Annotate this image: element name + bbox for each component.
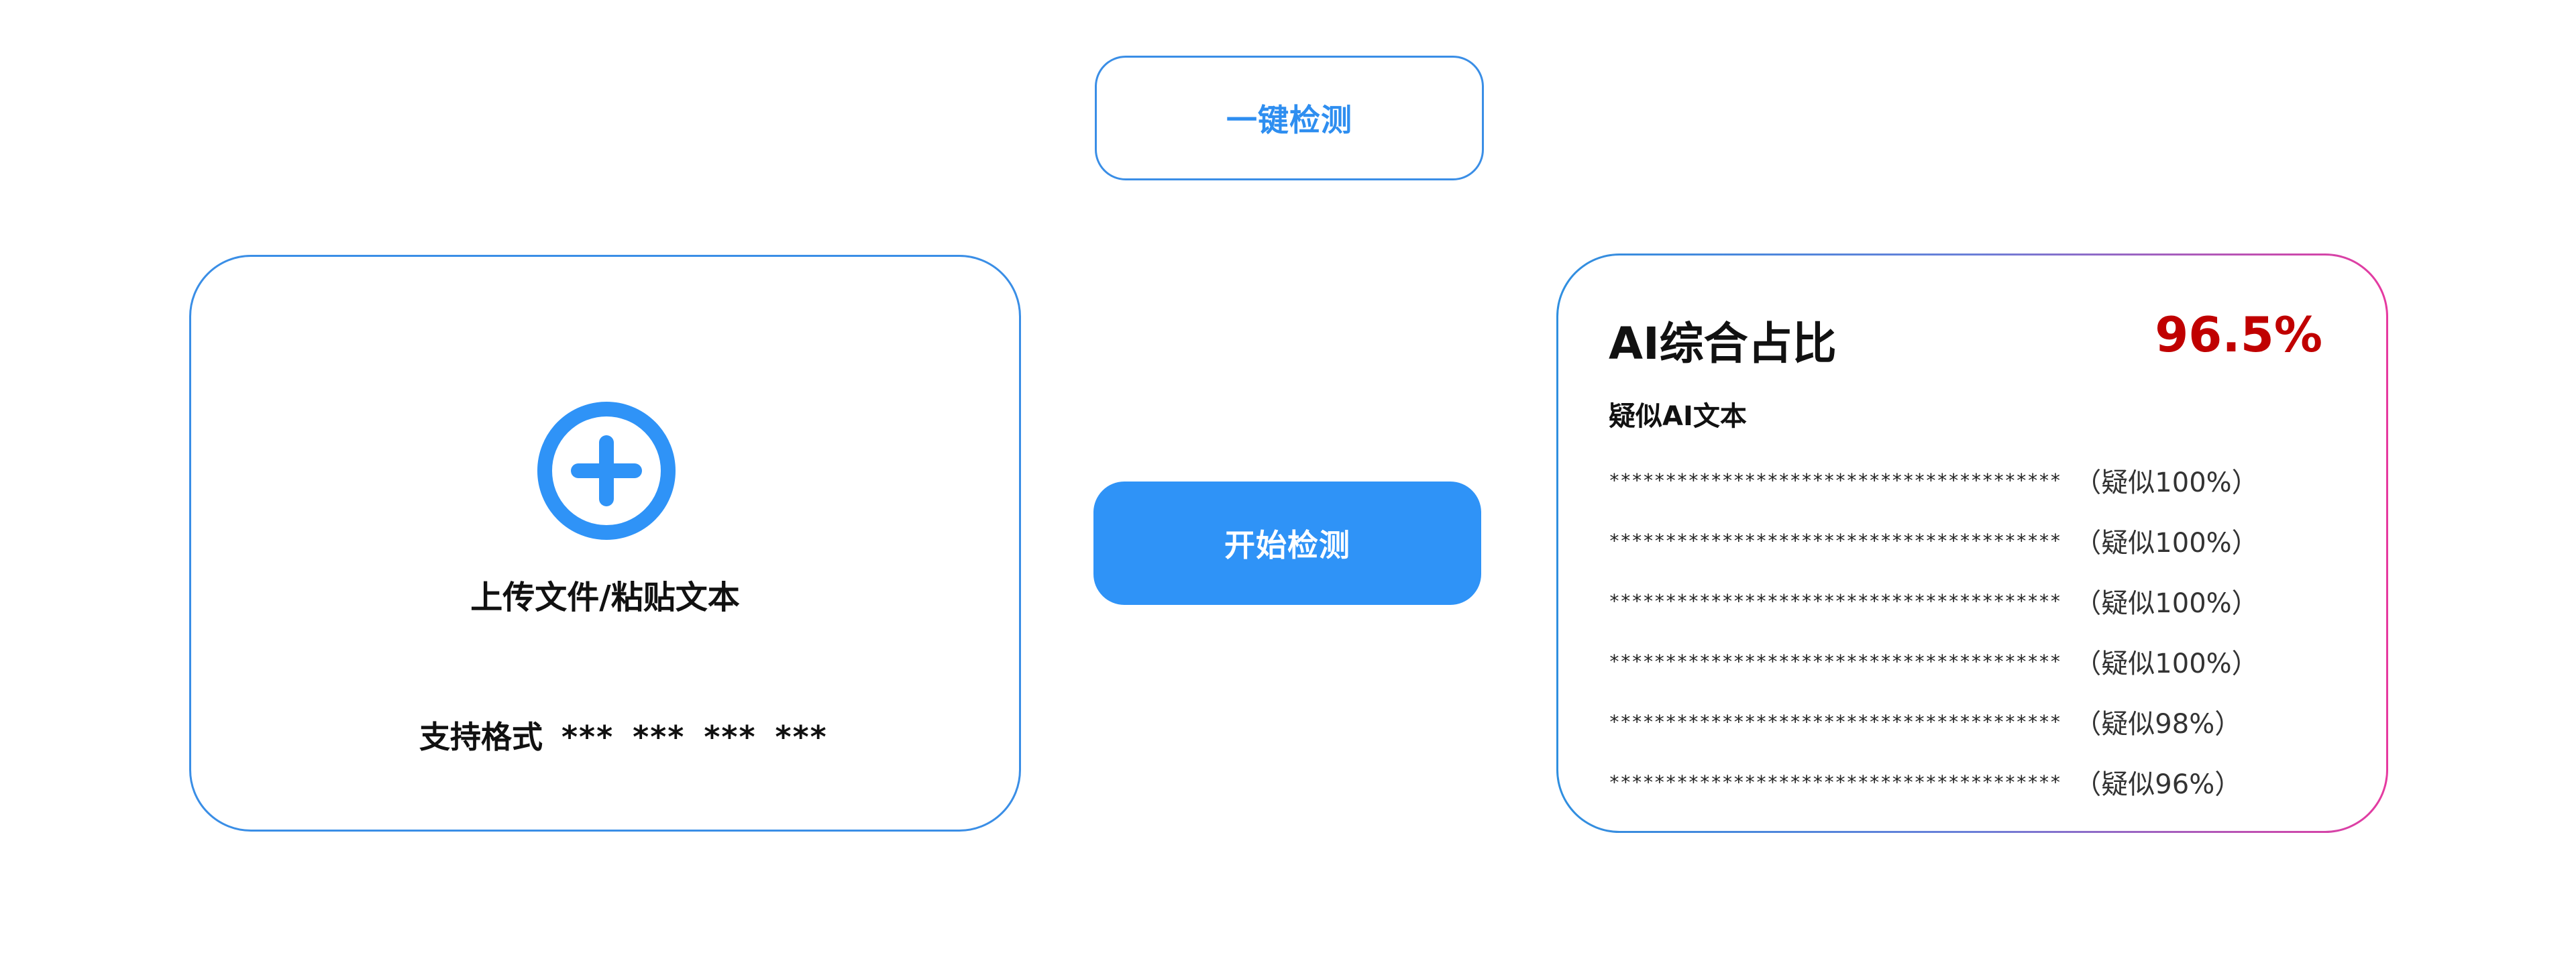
upload-area[interactable]: 上传文件/粘贴文本 支持格式 *** *** *** *** [189, 255, 1021, 832]
suspected-text: **************************************** [1609, 589, 2061, 612]
result-subtitle: 疑似AI文本 [1609, 401, 1747, 432]
suspected-text: **************************************** [1609, 469, 2061, 492]
result-panel: AI综合占比 96.5% 疑似AI文本 ********************… [1558, 256, 2386, 831]
suspected-text: **************************************** [1609, 529, 2061, 552]
suspected-percent: （疑似96%） [2074, 769, 2242, 800]
format-item: *** [775, 719, 828, 755]
format-item: *** [633, 719, 686, 755]
start-detection-button[interactable]: 开始检测 [1093, 482, 1481, 605]
upload-label: 上传文件/粘贴文本 [470, 579, 740, 616]
supported-formats: 支持格式 *** *** *** *** [419, 713, 828, 757]
suspected-text-list: ****************************************… [1609, 450, 2320, 812]
format-item: *** [704, 719, 757, 755]
result-title: AI综合占比 [1609, 318, 1837, 370]
suspected-percent: （疑似98%） [2074, 709, 2242, 740]
list-item[interactable]: ****************************************… [1609, 571, 2320, 631]
suspected-percent: （疑似100%） [2074, 467, 2259, 498]
list-item[interactable]: ****************************************… [1609, 691, 2320, 752]
list-item[interactable]: ****************************************… [1609, 752, 2320, 812]
suspected-text: **************************************** [1609, 650, 2061, 673]
list-item[interactable]: ****************************************… [1609, 450, 2320, 510]
suspected-percent: （疑似100%） [2074, 528, 2259, 559]
list-item[interactable]: ****************************************… [1609, 631, 2320, 691]
plus-circle-icon[interactable] [537, 401, 676, 541]
suspected-percent: （疑似100%） [2074, 588, 2259, 619]
result-card: AI综合占比 96.5% 疑似AI文本 ********************… [1556, 253, 2388, 833]
list-item[interactable]: ****************************************… [1609, 510, 2320, 571]
formats-label: 支持格式 [419, 719, 543, 755]
one-click-detect-button[interactable]: 一键检测 [1095, 56, 1484, 180]
ai-score: 96.5% [2155, 306, 2322, 363]
format-item: *** [561, 719, 614, 755]
suspected-text: **************************************** [1609, 710, 2061, 733]
suspected-percent: （疑似100%） [2074, 648, 2259, 679]
suspected-text: **************************************** [1609, 771, 2061, 793]
